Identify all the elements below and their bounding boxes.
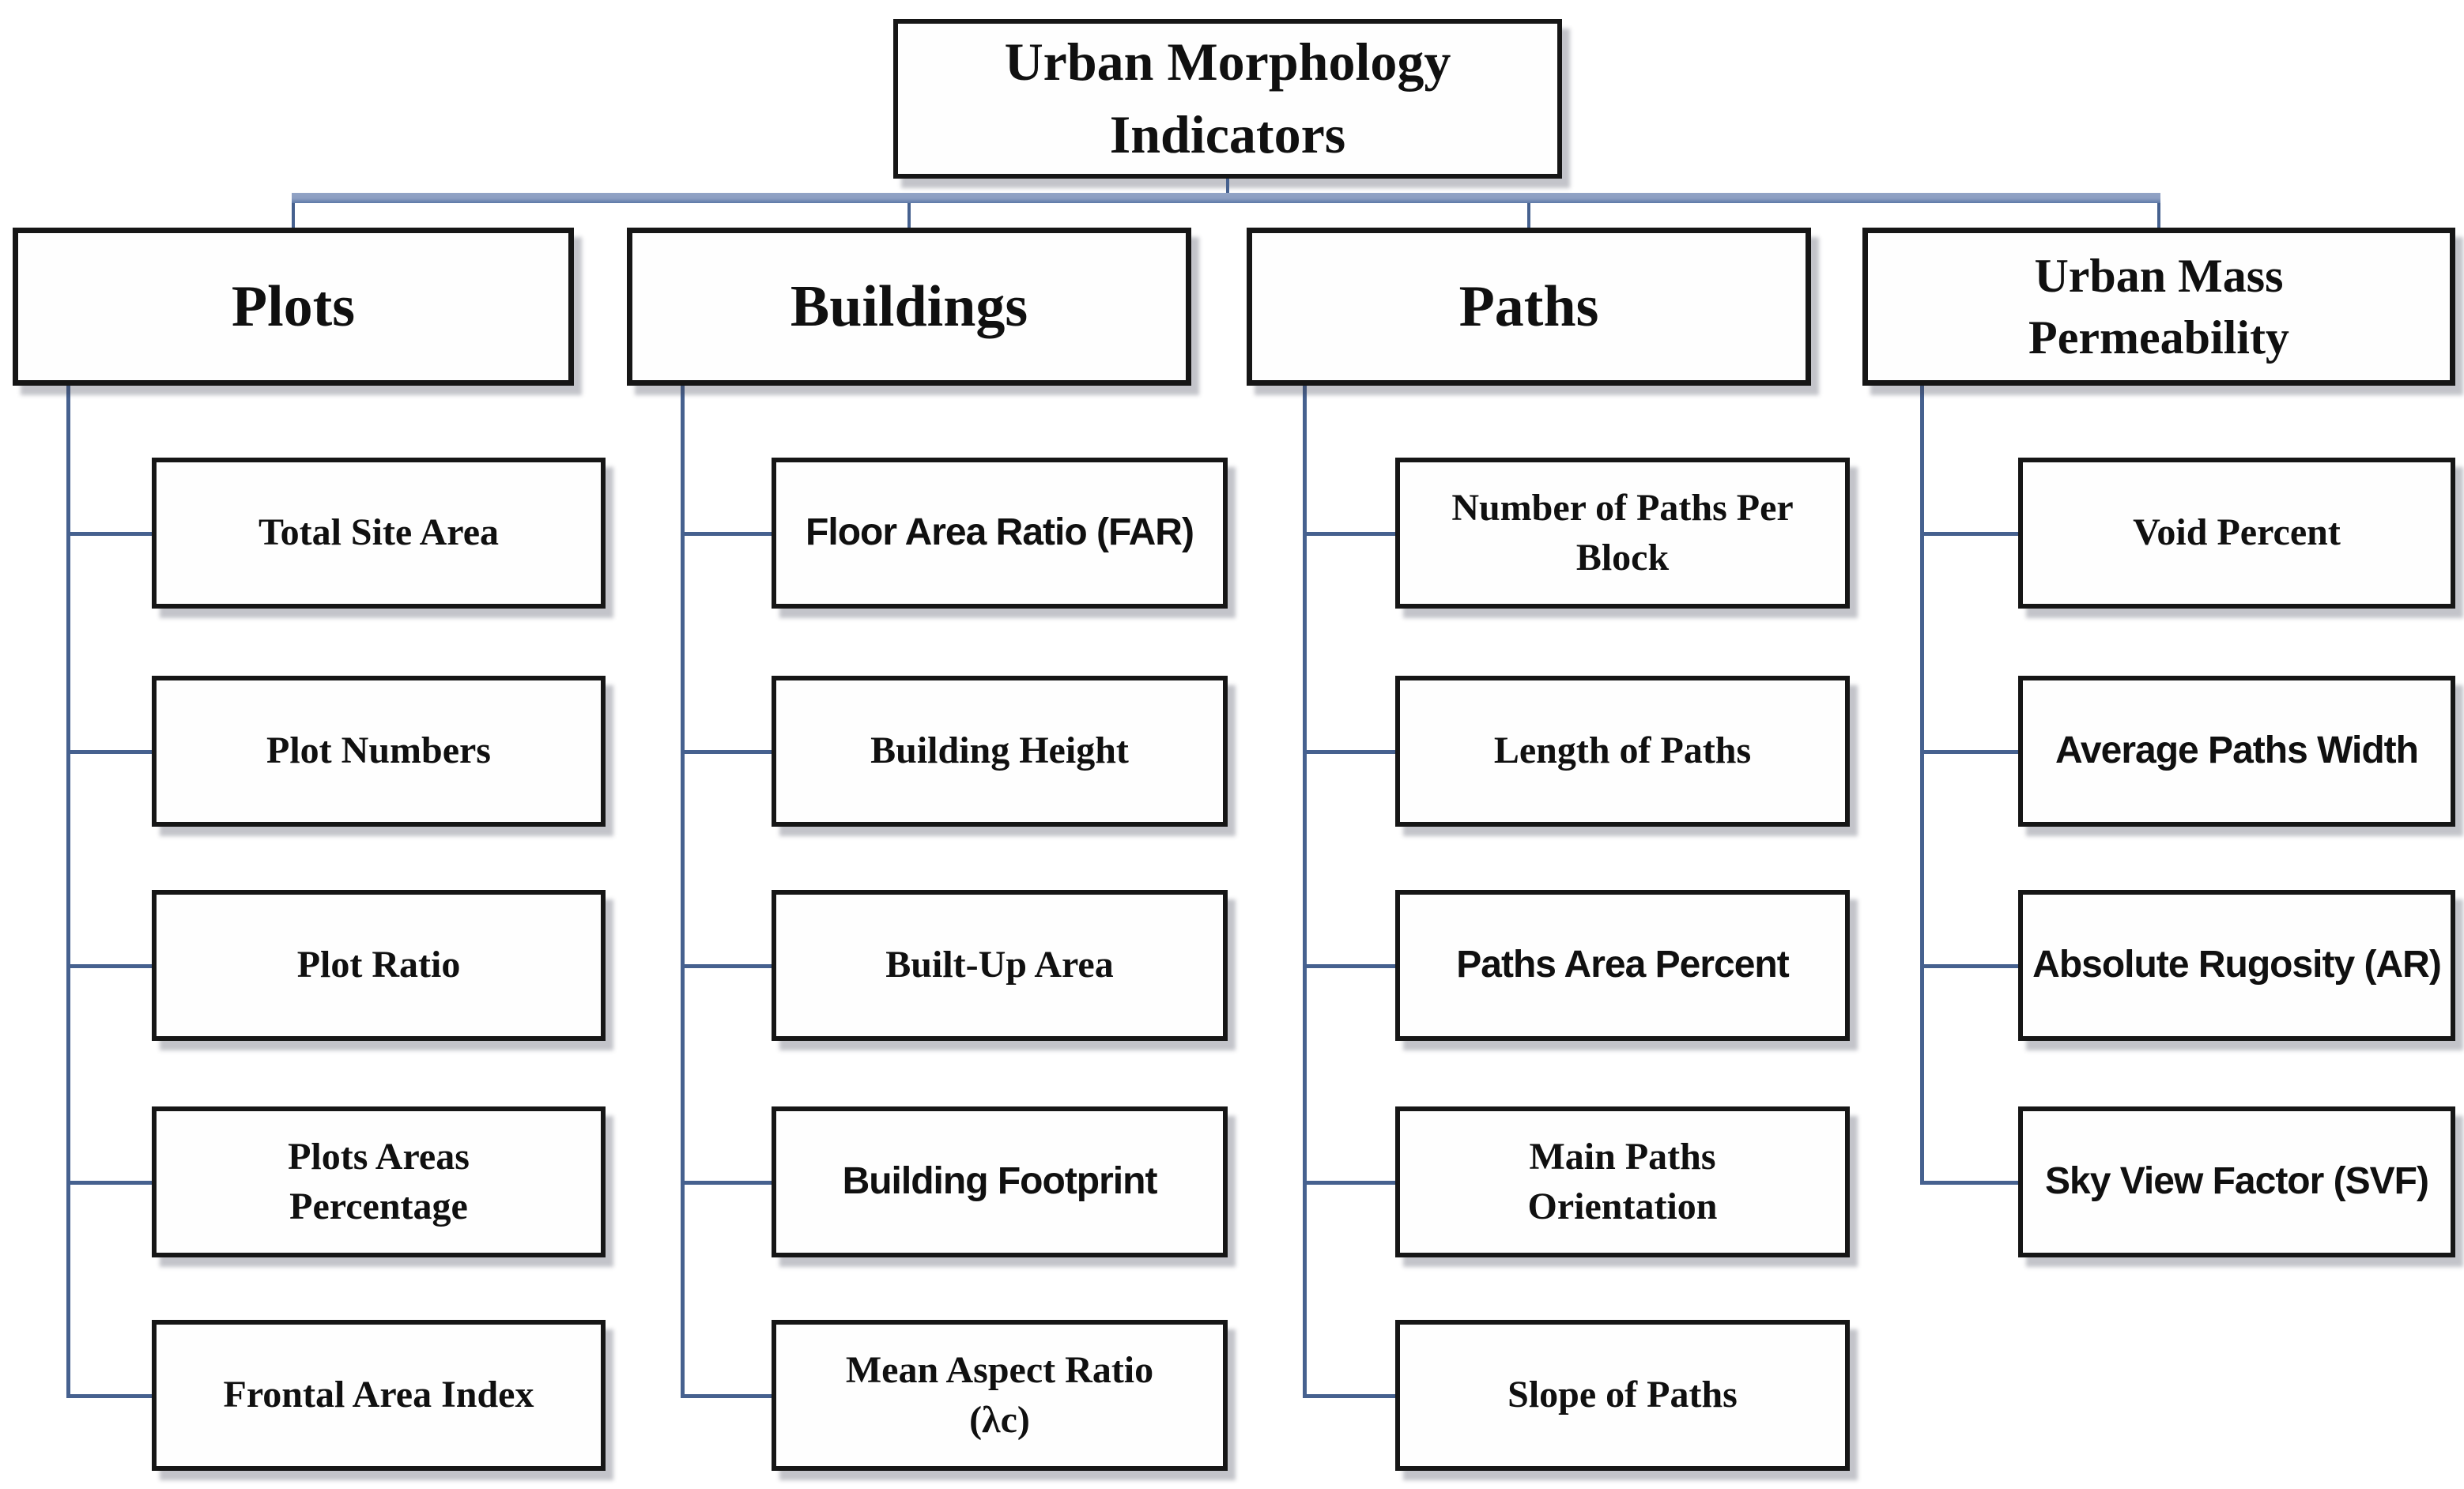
connector-stub-plots-3 (66, 963, 152, 968)
connector-stub-buildings-5 (681, 1393, 772, 1398)
indicator-box-sky-view-factor-svf: Sky View Factor (SVF) (2018, 1106, 2455, 1257)
connector-stub-plots-2 (66, 749, 152, 754)
indicator-label: Plots Areas Percentage (288, 1136, 470, 1227)
connector-stub-buildings-4 (681, 1180, 772, 1185)
indicator-box-average-paths-width: Average Paths Width (2018, 676, 2455, 827)
indicator-box-built-up-area: Built-Up Area (772, 890, 1228, 1041)
connector-spine-plots (66, 382, 70, 1396)
indicator-box-frontal-area-index: Frontal Area Index (152, 1320, 606, 1471)
indicator-box-plot-ratio: Plot Ratio (152, 890, 606, 1041)
indicator-label: Average Paths Width (2055, 729, 2419, 772)
indicator-box-mean-aspect-ratio-c: Mean Aspect Ratio (λc) (772, 1320, 1228, 1471)
connector-stub-buildings-1 (681, 531, 772, 536)
connector-stub-plots-1 (66, 531, 152, 536)
indicator-box-floor-area-ratio-far: Floor Area Ratio (FAR) (772, 458, 1228, 609)
connector-drop-plots (292, 203, 295, 228)
connector-drop-urban-mass-permeability (2157, 203, 2160, 228)
connector-stub-paths-3 (1303, 963, 1395, 968)
indicator-box-absolute-rugosity-ar: Absolute Rugosity (AR) (2018, 890, 2455, 1041)
indicator-label: Main Paths Orientation (1527, 1136, 1718, 1227)
category-label: Urban Mass Permeability (2028, 250, 2289, 364)
indicator-label: Number of Paths Per Block (1451, 487, 1794, 579)
connector-stub-paths-5 (1303, 1393, 1395, 1398)
indicator-box-plot-numbers: Plot Numbers (152, 676, 606, 827)
category-label: Plots (231, 273, 356, 339)
indicator-box-slope-of-paths: Slope of Paths (1395, 1320, 1850, 1471)
indicator-label: Slope of Paths (1507, 1374, 1738, 1416)
connector-stub-urban-mass-permeability-3 (1920, 963, 2018, 968)
category-box-plots: Plots (13, 228, 574, 386)
connector-stub-paths-1 (1303, 531, 1395, 536)
connector-stub-buildings-3 (681, 963, 772, 968)
indicator-box-building-footprint: Building Footprint (772, 1106, 1228, 1257)
indicator-label: Absolute Rugosity (AR) (2032, 944, 2442, 986)
indicator-label: Frontal Area Index (223, 1374, 534, 1416)
indicator-label: Built-Up Area (885, 944, 1114, 986)
connector-stub-urban-mass-permeability-2 (1920, 749, 2018, 754)
indicator-label: Length of Paths (1493, 729, 1752, 772)
connector-drop-buildings (907, 203, 911, 228)
connector-stub-buildings-2 (681, 749, 772, 754)
category-label: Paths (1458, 273, 1599, 339)
connector-drop-paths (1527, 203, 1530, 228)
indicator-label: Plot Ratio (296, 944, 461, 986)
connector-spine-paths (1303, 382, 1307, 1396)
connector-stub-plots-5 (66, 1393, 152, 1398)
indicator-box-number-of-paths-per-block: Number of Paths Per Block (1395, 458, 1850, 609)
indicator-box-paths-area-percent: Paths Area Percent (1395, 890, 1850, 1041)
category-box-paths: Paths (1247, 228, 1811, 386)
connector-stub-urban-mass-permeability-4 (1920, 1180, 2018, 1185)
indicator-label: Sky View Factor (SVF) (2045, 1160, 2429, 1203)
indicator-label: Total Site Area (258, 511, 499, 554)
connector-stub-paths-2 (1303, 749, 1395, 754)
category-box-buildings: Buildings (627, 228, 1191, 386)
indicator-label: Plot Numbers (266, 729, 491, 772)
indicator-box-length-of-paths: Length of Paths (1395, 676, 1850, 827)
connector-stub-plots-4 (66, 1180, 152, 1185)
root-node-label: Urban Morphology Indicators (1004, 32, 1451, 164)
indicator-box-building-height: Building Height (772, 676, 1228, 827)
connector-horizontal-band (292, 193, 2160, 203)
root-node: Urban Morphology Indicators (893, 19, 1562, 179)
indicator-label: Paths Area Percent (1456, 944, 1789, 986)
indicator-label: Building Footprint (842, 1160, 1158, 1203)
indicator-box-void-percent: Void Percent (2018, 458, 2455, 609)
indicator-label: Floor Area Ratio (FAR) (806, 511, 1194, 554)
indicator-box-main-paths-orientation: Main Paths Orientation (1395, 1106, 1850, 1257)
connector-spine-buildings (681, 382, 685, 1396)
category-label: Buildings (790, 273, 1028, 339)
indicator-box-total-site-area: Total Site Area (152, 458, 606, 609)
connector-root-stub (1226, 179, 1229, 193)
indicator-label: Void Percent (2133, 511, 2341, 554)
connector-stub-urban-mass-permeability-1 (1920, 531, 2018, 536)
connector-spine-urban-mass-permeability (1920, 382, 1924, 1182)
indicator-label: Mean Aspect Ratio (λc) (845, 1349, 1154, 1441)
indicator-box-plots-areas-percentage: Plots Areas Percentage (152, 1106, 606, 1257)
indicator-label: Building Height (870, 729, 1129, 772)
category-box-urban-mass-permeability: Urban Mass Permeability (1862, 228, 2455, 386)
connector-stub-paths-4 (1303, 1180, 1395, 1185)
